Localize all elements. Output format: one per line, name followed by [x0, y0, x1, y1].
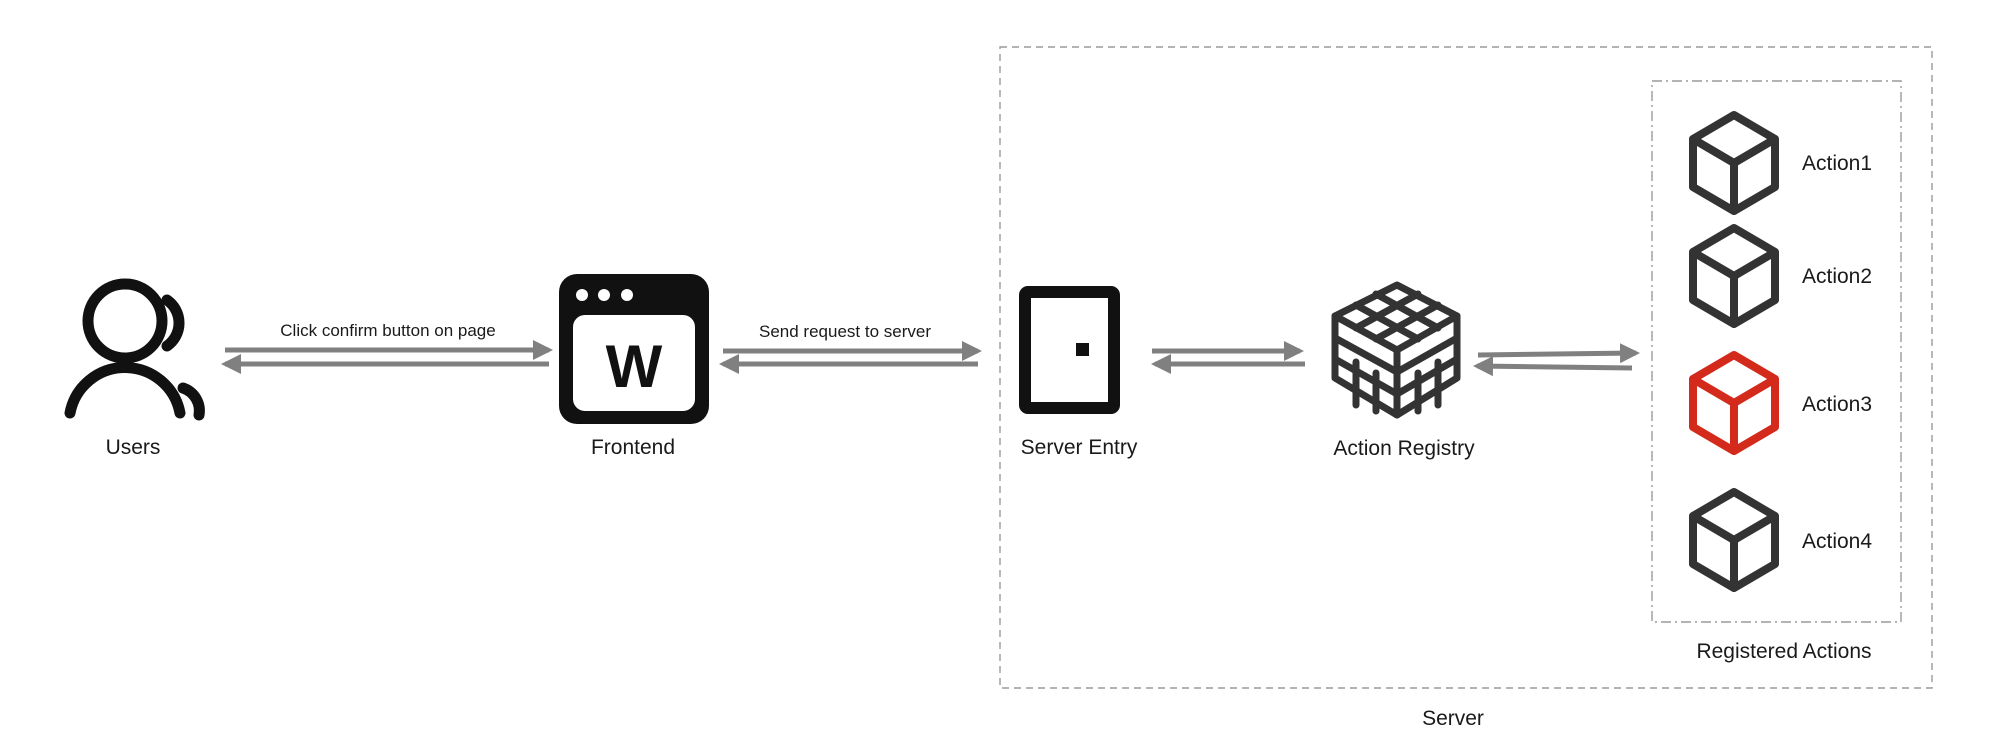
registered-actions-label: Registered Actions	[1696, 640, 1871, 663]
server-entry-label: Server Entry	[1021, 436, 1138, 459]
entry-registry-connector	[1151, 341, 1305, 374]
action-label: Action3	[1802, 393, 1872, 416]
registry-actions-connector	[1473, 343, 1640, 377]
cube-icon	[1693, 492, 1775, 588]
users-frontend-edge-label: Click confirm button on page	[280, 321, 495, 340]
door-icon	[1019, 286, 1120, 414]
action-label: Action2	[1802, 265, 1872, 288]
action-label: Action1	[1802, 152, 1872, 175]
action-item-3[interactable]: Action3	[1693, 355, 1872, 451]
frontend-server-connector	[719, 341, 982, 374]
action-item-1[interactable]: Action1	[1693, 115, 1872, 211]
frontend-server-edge-label: Send request to server	[759, 322, 931, 341]
action-item-4[interactable]: Action4	[1693, 492, 1872, 588]
server-entry-node[interactable]: Server Entry	[1019, 286, 1138, 459]
server-group: Server	[999, 46, 1933, 730]
registered-actions-group: Registered Actions	[1651, 80, 1902, 663]
frontend-icon-letter: W	[606, 333, 663, 400]
cube-icon	[1693, 115, 1775, 211]
registered-actions-border	[1651, 80, 1902, 623]
users-icon	[64, 278, 205, 421]
rubiks-cube-icon	[1331, 281, 1461, 419]
frontend-node[interactable]: W Frontend	[559, 274, 709, 459]
action-item-2[interactable]: Action2	[1693, 228, 1872, 324]
cube-icon	[1693, 228, 1775, 324]
server-group-label: Server	[1422, 707, 1484, 730]
server-group-border	[999, 46, 1933, 689]
users-node[interactable]: Users	[64, 278, 205, 459]
action-registry-label: Action Registry	[1333, 437, 1475, 460]
action-label: Action4	[1802, 530, 1872, 553]
cube-icon-highlighted	[1693, 355, 1775, 451]
arrow-registry-to-actions	[1477, 343, 1640, 364]
users-label: Users	[106, 436, 161, 459]
frontend-label: Frontend	[591, 436, 675, 459]
arrow-actions-to-registry	[1473, 356, 1633, 377]
users-frontend-connector	[221, 340, 553, 374]
browser-window-icon: W	[559, 274, 709, 424]
action-registry-node[interactable]: Action Registry	[1331, 281, 1475, 460]
